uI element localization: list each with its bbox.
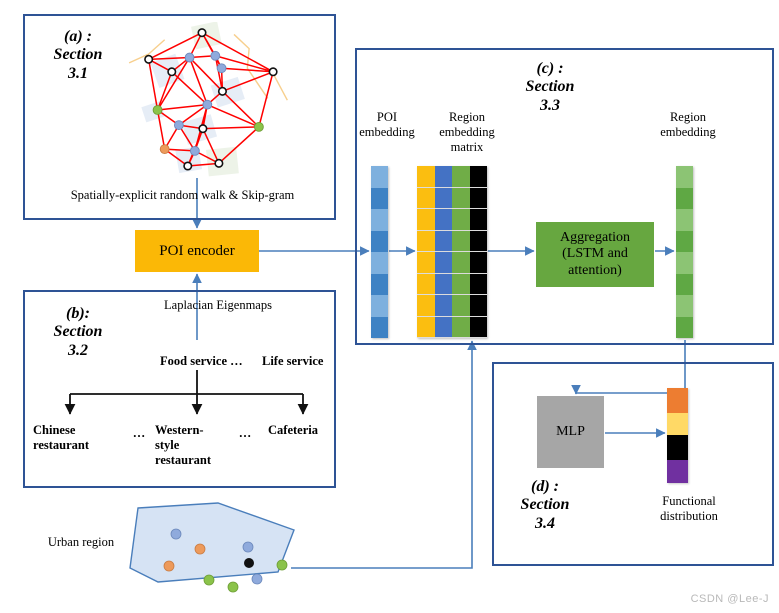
matrix-column: [452, 166, 470, 338]
taxonomy-ellipsis-1: …: [132, 426, 146, 440]
panel-a-label: (a) : Section 3.1: [53, 28, 103, 82]
taxonomy-chinese-restaurant: Chinese restaurant: [33, 423, 90, 452]
matrix-cell: [417, 273, 435, 295]
functional-distribution-segment: [667, 460, 688, 483]
vector-cell: [676, 230, 693, 252]
panel-b: [23, 290, 336, 488]
poi-embedding-vector: [371, 166, 388, 338]
panel-a: [23, 14, 336, 220]
matrix-cell: [434, 187, 452, 209]
taxonomy-ellipsis-2: …: [238, 426, 252, 440]
panel-d: [492, 362, 774, 566]
matrix-cell: [469, 209, 487, 231]
matrix-cell: [452, 252, 470, 274]
matrix-cell: [434, 252, 452, 274]
panel-c: [355, 48, 774, 345]
functional-distribution-bar: [667, 388, 688, 483]
region-embedding-matrix-label: Region embedding matrix: [439, 110, 495, 154]
functional-distribution-segment: [667, 388, 688, 413]
urban-region-label: Urban region: [47, 535, 115, 549]
poi-embedding-label: POI embedding: [359, 110, 415, 139]
matrix-cell: [469, 230, 487, 252]
matrix-cell: [452, 230, 470, 252]
vector-cell: [676, 273, 693, 295]
matrix-cell: [452, 187, 470, 209]
vector-cell: [676, 316, 693, 338]
matrix-cell: [434, 230, 452, 252]
matrix-cell: [469, 295, 487, 317]
matrix-cell: [417, 187, 435, 209]
functional-distribution-label: Functional distribution: [660, 494, 718, 523]
matrix-cell: [417, 252, 435, 274]
vector-cell: [371, 209, 388, 231]
matrix-cell: [434, 273, 452, 295]
matrix-cell: [434, 316, 452, 338]
vector-cell: [371, 187, 388, 209]
matrix-cell: [469, 252, 487, 274]
matrix-cell: [452, 209, 470, 231]
vector-cell: [676, 166, 693, 188]
vector-cell: [371, 273, 388, 295]
matrix-cell: [469, 273, 487, 295]
matrix-cell: [452, 295, 470, 317]
matrix-cell: [434, 166, 452, 188]
poi-encoder-box[interactable]: POI encoder: [135, 230, 259, 272]
panel-c-label: (c) : Section 3.3: [525, 60, 575, 114]
matrix-cell: [417, 166, 435, 188]
matrix-cell: [452, 166, 470, 188]
matrix-column: [469, 166, 487, 338]
region-embedding-label: Region embedding: [660, 110, 716, 139]
vector-cell: [371, 230, 388, 252]
matrix-column: [434, 166, 452, 338]
matrix-cell: [469, 166, 487, 188]
functional-distribution-segment: [667, 435, 688, 461]
vector-cell: [676, 209, 693, 231]
matrix-cell: [469, 316, 487, 338]
matrix-cell: [417, 230, 435, 252]
mlp-box[interactable]: MLP: [537, 396, 604, 468]
aggregation-box[interactable]: Aggregation (LSTM and attention): [536, 222, 654, 287]
matrix-cell: [434, 295, 452, 317]
region-embedding-vector: [676, 166, 693, 338]
panel-b-label: (b): Section 3.2: [53, 305, 103, 359]
matrix-column: [417, 166, 435, 338]
csdn-watermark: CSDN @Lee-J: [690, 593, 769, 605]
matrix-cell: [434, 209, 452, 231]
taxonomy-life-service: Life service: [262, 354, 324, 368]
taxonomy-food-service: Food service …: [160, 354, 243, 368]
laplacian-eigenmaps-caption: Laplacian Eigenmaps: [164, 298, 272, 312]
vector-cell: [371, 166, 388, 188]
vector-cell: [371, 316, 388, 338]
matrix-cell: [417, 316, 435, 338]
matrix-cell: [417, 295, 435, 317]
vector-cell: [676, 252, 693, 274]
vector-cell: [676, 187, 693, 209]
matrix-cell: [452, 273, 470, 295]
urban-region-polygon: [129, 502, 295, 593]
matrix-cell: [452, 316, 470, 338]
spatial-graph-network: [128, 22, 288, 177]
functional-distribution-segment: [667, 412, 688, 436]
matrix-cell: [469, 187, 487, 209]
vector-cell: [371, 252, 388, 274]
vector-cell: [676, 295, 693, 317]
vector-cell: [371, 295, 388, 317]
panel-d-label: (d) : Section 3.4: [520, 478, 570, 532]
taxonomy-western-style-restaurant: Western-style restaurant: [155, 423, 212, 467]
matrix-cell: [417, 209, 435, 231]
region-embedding-matrix: [417, 166, 487, 338]
taxonomy-cafeteria: Cafeteria: [268, 423, 318, 437]
skipgram-caption: Spatially-explicit random walk & Skip-gr…: [70, 188, 295, 202]
